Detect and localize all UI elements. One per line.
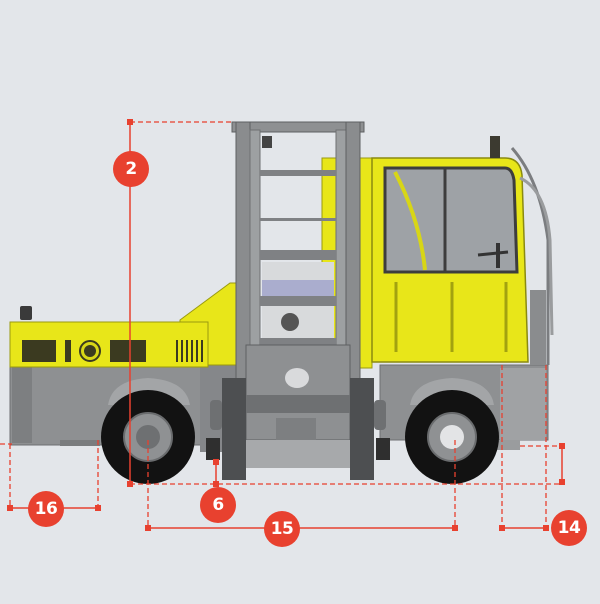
dimension-badge-16: 16 <box>28 491 64 527</box>
engine-hood <box>9 282 237 368</box>
rear-wheel <box>101 378 195 484</box>
mast <box>206 121 390 480</box>
dimension-badge-2: 2 <box>113 151 149 187</box>
dimension-badge-14: 14 <box>551 510 587 546</box>
dimension-badge-6: 6 <box>200 487 236 523</box>
dimension-badge-15: 15 <box>264 511 300 547</box>
front-wheel <box>405 378 499 484</box>
